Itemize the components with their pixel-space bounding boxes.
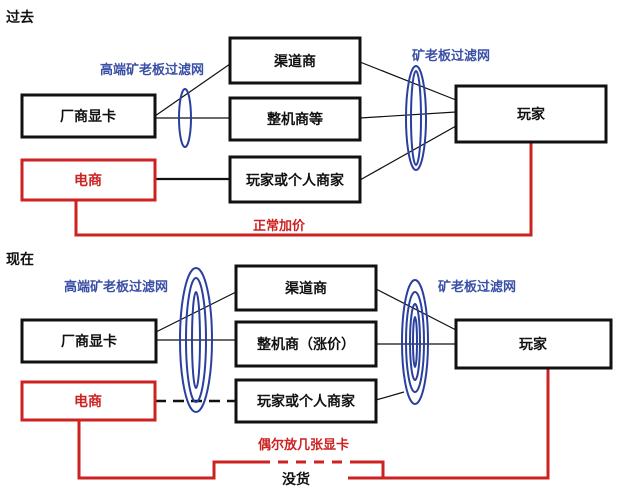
past-source-label: 厂商显卡 [60,108,116,125]
present-filter-label-left: 高端矿老板过滤网 [64,279,168,295]
past-ecom-path-label: 正常加价 [253,218,306,234]
present-ecom-path-right [348,368,550,480]
present-channel-label-2: 整机商（涨价） [256,336,355,353]
present-title: 现在 [6,251,34,268]
present-filter-right-icon [401,279,429,405]
past-channel-label-3: 玩家或个人商家 [246,172,345,189]
present-line-source-to-channel-1 [155,291,237,333]
past-channel-box-3: 玩家或个人商家 [228,155,362,204]
past-channel-label-2: 整机商等 [266,111,323,128]
present-line-channel-1-to-player [375,288,457,331]
present-source-box: 厂商显卡 [20,318,158,364]
present-ecom-path-label: 偶尔放几张显卡 [258,437,349,453]
past-filter-left-icon [178,88,192,148]
present-ecom-path-right-bend [356,460,385,478]
present-player-label: 玩家 [519,336,548,353]
past-line-channel-2-to-player [359,111,457,119]
present-ecom-label: 电商 [74,393,102,410]
past-ecom-box: 电商 [20,158,157,202]
past-player-box: 玩家 [454,84,608,144]
past-player-label: 玩家 [517,106,546,123]
present-source-label: 厂商显卡 [61,333,117,350]
past-filter-right-icon [405,65,427,171]
present-ecom-path-left [77,420,260,480]
past-ecom-label: 电商 [74,172,102,189]
past-title: 过去 [6,9,34,26]
present-player-box: 玩家 [454,318,613,370]
past-ecom-path [74,142,533,237]
present-filter-label-right: 矿老板过滤网 [438,279,516,295]
present-line-channel-3-stub [375,391,405,401]
present-no-stock-label: 没货 [282,471,310,488]
past-source-box: 厂商显卡 [20,93,157,139]
present-channel-box-1: 渠道商 [234,264,378,312]
past-filter-label-left: 高端矿老板过滤网 [100,62,204,78]
present-channel-label-1: 渠道商 [284,280,327,297]
past-channel-box-1: 渠道商 [228,36,362,85]
present-channel-label-3: 玩家或个人商家 [257,393,356,410]
present-ecom-box: 电商 [20,380,157,422]
past-line-source-to-channel-1 [154,63,231,117]
present-filter-left-icon [179,267,213,413]
past-channel-label-1: 渠道商 [273,53,316,70]
present-channel-box-2: 整机商（涨价） [234,320,378,368]
past-channel-box-2: 整机商等 [228,96,362,142]
present-channel-box-3: 玩家或个人商家 [234,378,378,424]
past-filter-label-right: 矿老板过滤网 [412,48,490,64]
